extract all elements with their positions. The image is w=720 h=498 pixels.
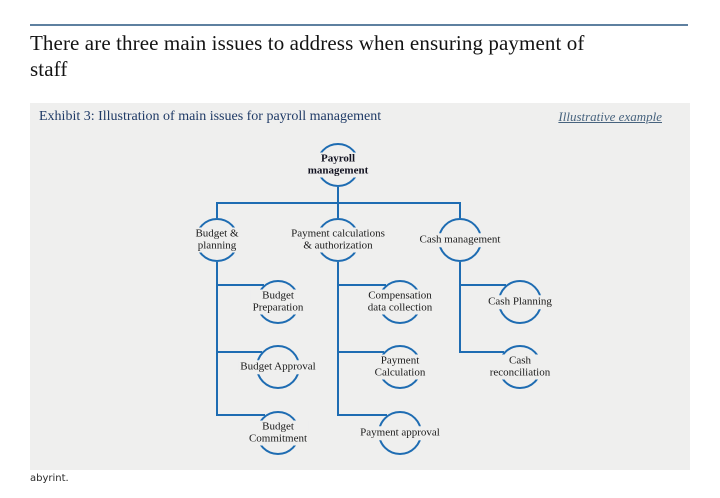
exhibit-title: Exhibit 3: Illustration of main issues f… [39,109,382,124]
node-label: Budget Commitment [246,420,310,446]
node-label: Cash reconciliation [487,354,553,380]
connector-budget-branch [216,262,265,416]
exhibit-tag: Illustrative example [558,109,662,124]
node-label: Payment calculations & authorization [289,227,387,253]
node-label: Budget & planning [193,227,241,253]
node-label: Payment Calculation [372,354,428,380]
node-label: Cash Planning [486,295,554,309]
page-title: There are three main issues to address w… [30,31,585,81]
node-label: Budget Approval [238,360,318,374]
node-label: Payroll management [305,152,371,178]
connector-payment-branch [337,262,387,416]
brand-footer: abyrint. [30,473,69,484]
connector-root-to-level2 [216,187,461,218]
connector-lines [216,187,506,416]
title-rule [30,24,688,26]
node-label: Payment approval [358,426,442,440]
exhibit-panel: Exhibit 3: Illustration of main issues f… [30,103,690,470]
payroll-org-chart: Payroll management Budget & planning Pay… [30,103,690,470]
node-label: Compensation data collection [365,289,435,315]
node-label: Cash management [417,233,503,247]
node-label: Budget Preparation [250,289,306,315]
connector-cash-branch [459,262,506,353]
